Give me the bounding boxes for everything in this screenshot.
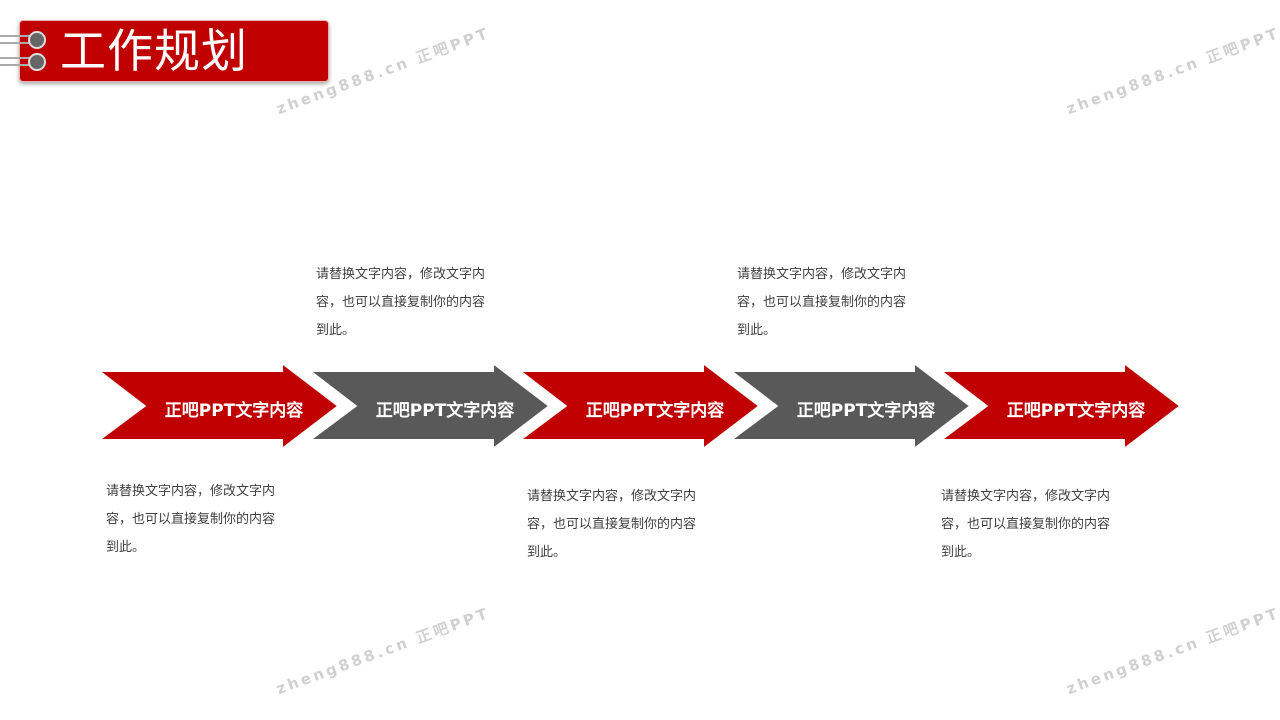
description-line: 容，也可以直接复制你的内容 <box>737 295 907 310</box>
step-arrow <box>510 356 765 456</box>
step-label: 正吧PPT文字内容 <box>375 401 515 421</box>
description-line: 请替换文字内容，修改文字内 <box>941 489 1111 504</box>
step-label: 正吧PPT文字内容 <box>585 401 725 421</box>
step-arrow <box>721 356 976 456</box>
step-label: 正吧PPT文字内容 <box>796 401 936 421</box>
step-description: 请替换文字内容，修改文字内容，也可以直接复制你的内容到此。 <box>527 483 737 567</box>
title-tag: 工作规划 <box>0 20 329 82</box>
step-label: 正吧PPT文字内容 <box>1006 401 1146 421</box>
page-title: 工作规划 <box>60 24 248 78</box>
binder-ring-icon <box>28 31 46 49</box>
binder-ring-icon <box>28 53 46 71</box>
description-line: 请替换文字内容，修改文字内 <box>527 489 697 504</box>
step-arrow <box>300 356 555 456</box>
step-arrow <box>89 356 344 456</box>
description-line: 请替换文字内容，修改文字内 <box>737 267 907 282</box>
binder-wire <box>0 57 30 66</box>
binder-wire <box>0 35 30 44</box>
description-line: 请替换文字内容，修改文字内 <box>106 484 276 499</box>
step-description: 请替换文字内容，修改文字内容，也可以直接复制你的内容到此。 <box>737 261 947 345</box>
description-line: 容，也可以直接复制你的内容 <box>106 512 276 527</box>
description-line: 到此。 <box>106 540 146 555</box>
step-label: 正吧PPT文字内容 <box>164 401 304 421</box>
description-line: 请替换文字内容，修改文字内 <box>316 267 486 282</box>
step-description: 请替换文字内容，修改文字内容，也可以直接复制你的内容到此。 <box>316 261 526 345</box>
description-line: 到此。 <box>941 545 981 560</box>
description-line: 容，也可以直接复制你的内容 <box>941 517 1111 532</box>
description-line: 容，也可以直接复制你的内容 <box>316 295 486 310</box>
description-line: 容，也可以直接复制你的内容 <box>527 517 697 532</box>
description-line: 到此。 <box>527 545 567 560</box>
step-description: 请替换文字内容，修改文字内容，也可以直接复制你的内容到此。 <box>106 478 316 562</box>
description-line: 到此。 <box>316 323 356 338</box>
description-line: 到此。 <box>737 323 777 338</box>
step-description: 请替换文字内容，修改文字内容，也可以直接复制你的内容到此。 <box>941 483 1151 567</box>
step-arrow <box>931 356 1186 456</box>
